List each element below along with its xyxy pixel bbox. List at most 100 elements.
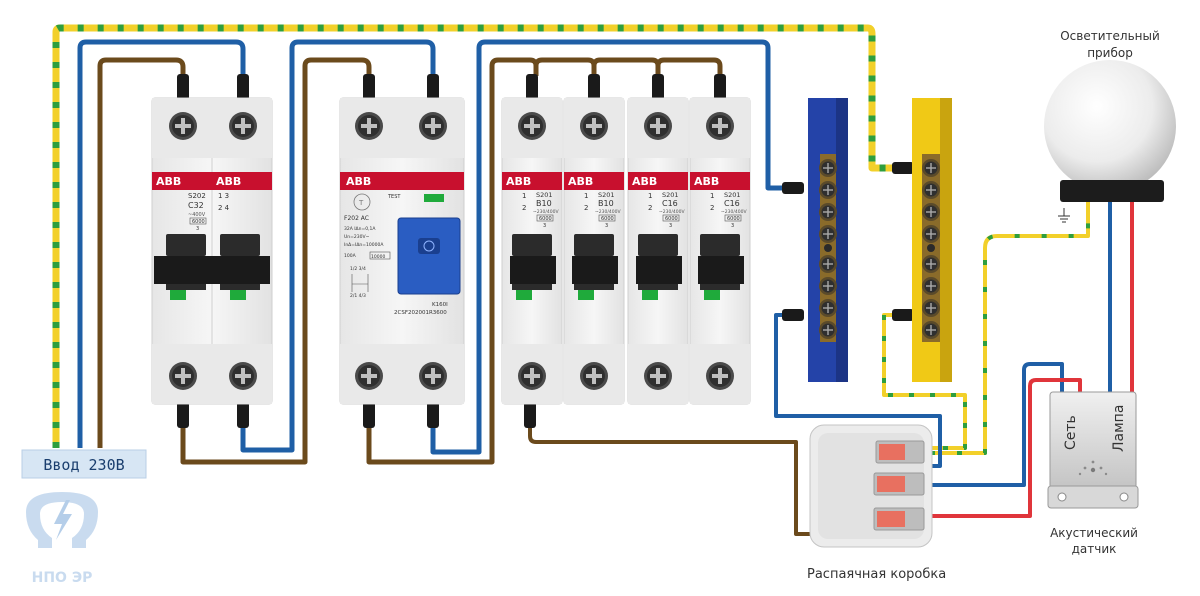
ferrule — [177, 402, 189, 428]
bus-screw — [819, 159, 837, 177]
voltage-label: ~230/400V — [595, 209, 621, 215]
screw-terminal — [419, 362, 447, 390]
lightning-icon — [54, 500, 72, 540]
screw-terminal — [706, 112, 734, 140]
ferrule — [427, 402, 439, 428]
model-label: S201 — [724, 191, 741, 199]
model-label: F202 AC — [344, 215, 369, 222]
bus-screw — [819, 321, 837, 339]
voltage-label: ~230/400V — [533, 209, 559, 215]
logo-text: НПО ЭР — [32, 570, 93, 586]
brand-label: ABB — [506, 175, 531, 188]
rating-line: 32A IΔn=0,1A — [344, 226, 376, 232]
rating-label: C16 — [662, 199, 678, 208]
short-box: 10000 — [371, 254, 385, 260]
omega-icon — [26, 492, 98, 548]
model-label: S201 — [598, 191, 615, 199]
bus-screw — [819, 255, 837, 273]
poles-top: 1 3 — [218, 192, 229, 200]
ferrule — [363, 402, 375, 428]
ferrule — [363, 74, 375, 100]
model-label: S202 — [188, 192, 206, 200]
pole-bottom: 2 — [710, 204, 714, 212]
rcd-f202[interactable]: ABB T TEST F202 AC 32A IΔn=0,1A Un=230V~… — [339, 97, 465, 405]
wires — [52, 24, 1134, 536]
bus-screw — [922, 321, 940, 339]
screw-terminal — [518, 112, 546, 140]
input-label-text: Ввод 230В — [43, 456, 124, 474]
status-indicator — [516, 290, 532, 300]
toggle-lever[interactable] — [636, 256, 682, 284]
ferrule — [427, 74, 439, 100]
brand-label: ABB — [694, 175, 719, 188]
model-label: S201 — [662, 191, 679, 199]
brand-label: ABB — [346, 175, 371, 188]
sensor-label: датчик — [1072, 542, 1117, 556]
pole-bottom: 2 — [584, 204, 588, 212]
breaking-capacity: 6000 — [601, 216, 614, 222]
ferrule — [526, 74, 538, 100]
class-label: 3 — [669, 223, 672, 229]
toggle-lever[interactable] — [510, 256, 556, 284]
company-logo: НПО ЭР — [26, 492, 98, 586]
voltage-line: Un=230V~ — [344, 234, 370, 240]
class-label: 3 — [605, 223, 608, 229]
sensor-label: Акустический — [1050, 526, 1138, 540]
status-indicator — [642, 290, 658, 300]
ferrule — [892, 309, 914, 321]
lamp-label: Осветительный — [1060, 29, 1160, 43]
lamp-label: прибор — [1087, 46, 1133, 60]
breaker-row: ABB12S201B10~230/400V60003ABB12S201B10~2… — [501, 97, 751, 405]
test-button[interactable] — [353, 193, 371, 211]
status-indicator — [230, 290, 246, 300]
microphone-icon — [1078, 460, 1108, 476]
neutral-wires — [77, 39, 1112, 487]
pole-top: 1 — [522, 192, 526, 200]
wago-connector — [875, 440, 925, 464]
inc-line: InΔ=IΔn=10000A — [344, 242, 384, 248]
schematic-icon — [351, 274, 369, 292]
ferrule — [237, 74, 249, 100]
pole-top: 1 — [710, 192, 714, 200]
ferrule — [524, 402, 536, 428]
status-indicator — [578, 290, 594, 300]
bus-screw — [922, 255, 940, 273]
earth-wire — [52, 24, 1090, 455]
toggle-lever[interactable] — [572, 256, 618, 284]
ground-icon — [1058, 208, 1070, 223]
class-label: 3 — [731, 223, 734, 229]
screw-terminal — [229, 362, 257, 390]
toggle-lever[interactable] — [698, 256, 744, 284]
toggle-lever[interactable] — [154, 256, 270, 284]
brand-label: ABB — [156, 175, 181, 188]
bus-screw — [819, 277, 837, 295]
bus-screw — [922, 181, 940, 199]
junction-box-label: Распаячная коробка — [807, 567, 946, 582]
earth-bus — [912, 98, 952, 382]
breaking-capacity: 6000 — [727, 216, 740, 222]
junction-box: Распаячная коробка — [807, 424, 946, 582]
neutral-bus — [808, 98, 848, 382]
status-indicator — [170, 290, 186, 300]
bus-screw — [922, 225, 940, 243]
screw-terminal — [706, 362, 734, 390]
acoustic-sensor[interactable]: Сеть Лампа Акустический датчик — [1047, 391, 1139, 556]
bus-screw — [819, 181, 837, 199]
input-label: Ввод 230В — [21, 449, 147, 479]
wire-ferrules — [177, 74, 914, 428]
catalog-code: 2CSF202001R3600 — [394, 310, 447, 316]
screw-terminal — [355, 362, 383, 390]
screw-terminals — [169, 112, 734, 390]
main-breaker-s202[interactable]: ABB ABB S202 C32 ~400V 6000 3 1 3 2 4 — [151, 97, 273, 405]
status-indicator — [424, 194, 444, 202]
bus-screw — [922, 203, 940, 221]
brand-label: ABB — [632, 175, 657, 188]
screw-terminal — [169, 362, 197, 390]
toggle-lever[interactable] — [398, 218, 460, 294]
wago-connector — [873, 507, 925, 531]
